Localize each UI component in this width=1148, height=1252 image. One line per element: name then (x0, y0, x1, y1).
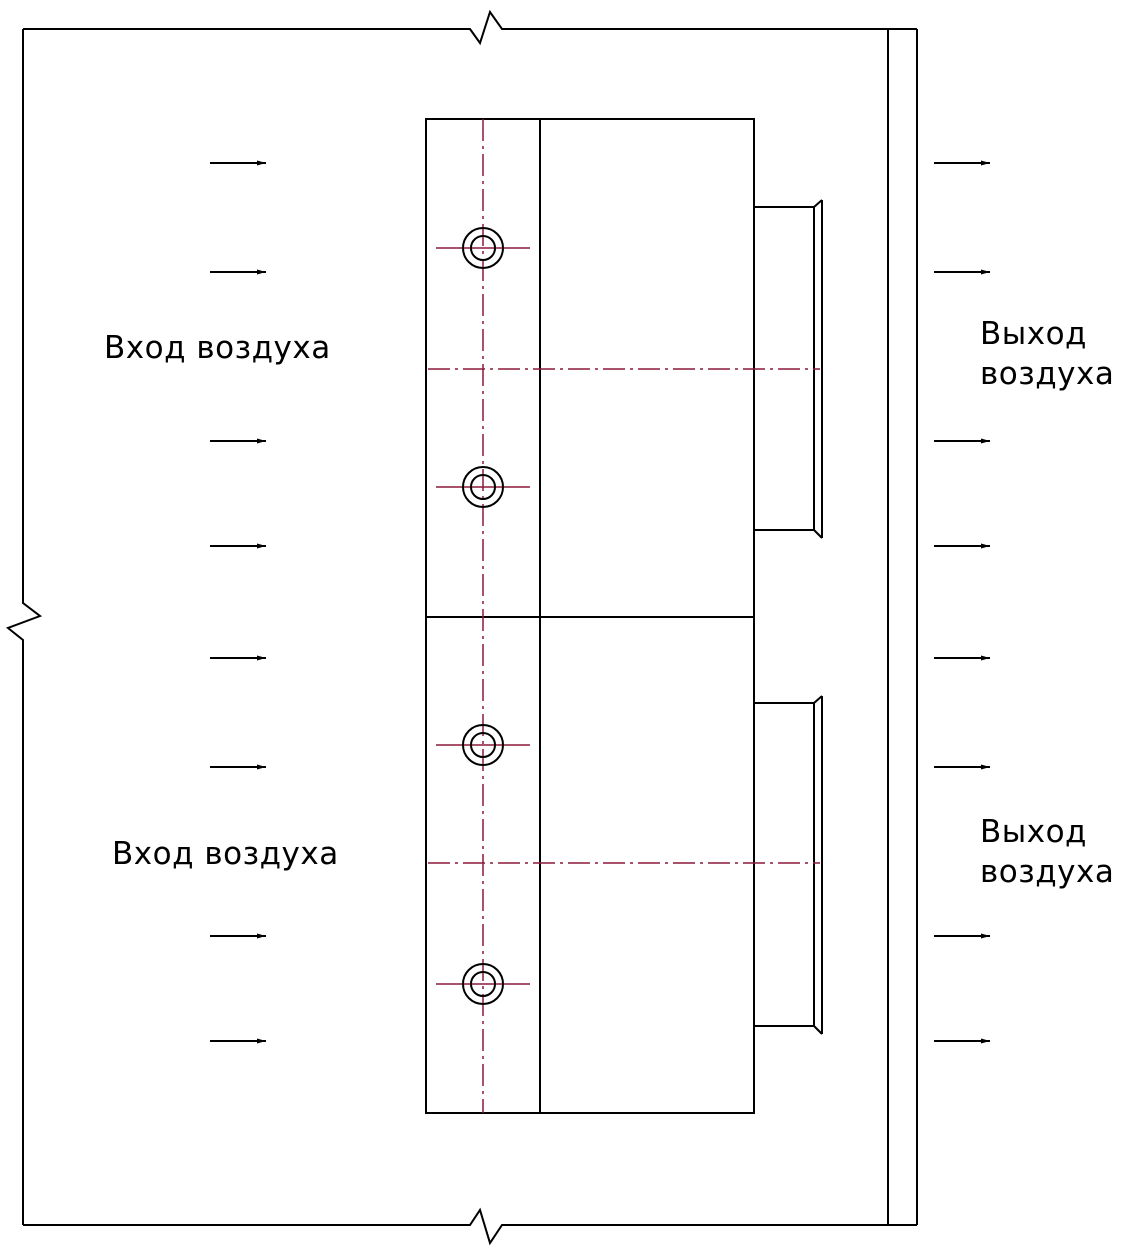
port-1 (462, 227, 504, 269)
housing-left-edge (6, 29, 43, 1225)
port-3 (462, 724, 504, 766)
inlet-arrows (210, 160, 266, 1044)
center-lines (428, 119, 820, 1113)
air-outlet-label-top: Выход воздуха (980, 316, 1115, 392)
housing-outline (6, 9, 918, 1246)
air-outlet-label-bottom: Выход воздуха (980, 814, 1115, 890)
connection-ports (462, 227, 504, 1005)
port-4 (462, 963, 504, 1005)
housing-top-edge (23, 9, 917, 46)
air-inlet-label-top: Вход воздуха (104, 330, 331, 366)
housing-bottom-edge (23, 1207, 917, 1246)
fan-unit-bottom (754, 695, 823, 1035)
cooler-body (425, 118, 755, 1114)
fan-units (754, 199, 823, 1035)
port-2 (462, 466, 504, 508)
outlet-arrows (934, 160, 990, 1044)
air-inlet-label-bottom: Вход воздуха (112, 836, 339, 872)
